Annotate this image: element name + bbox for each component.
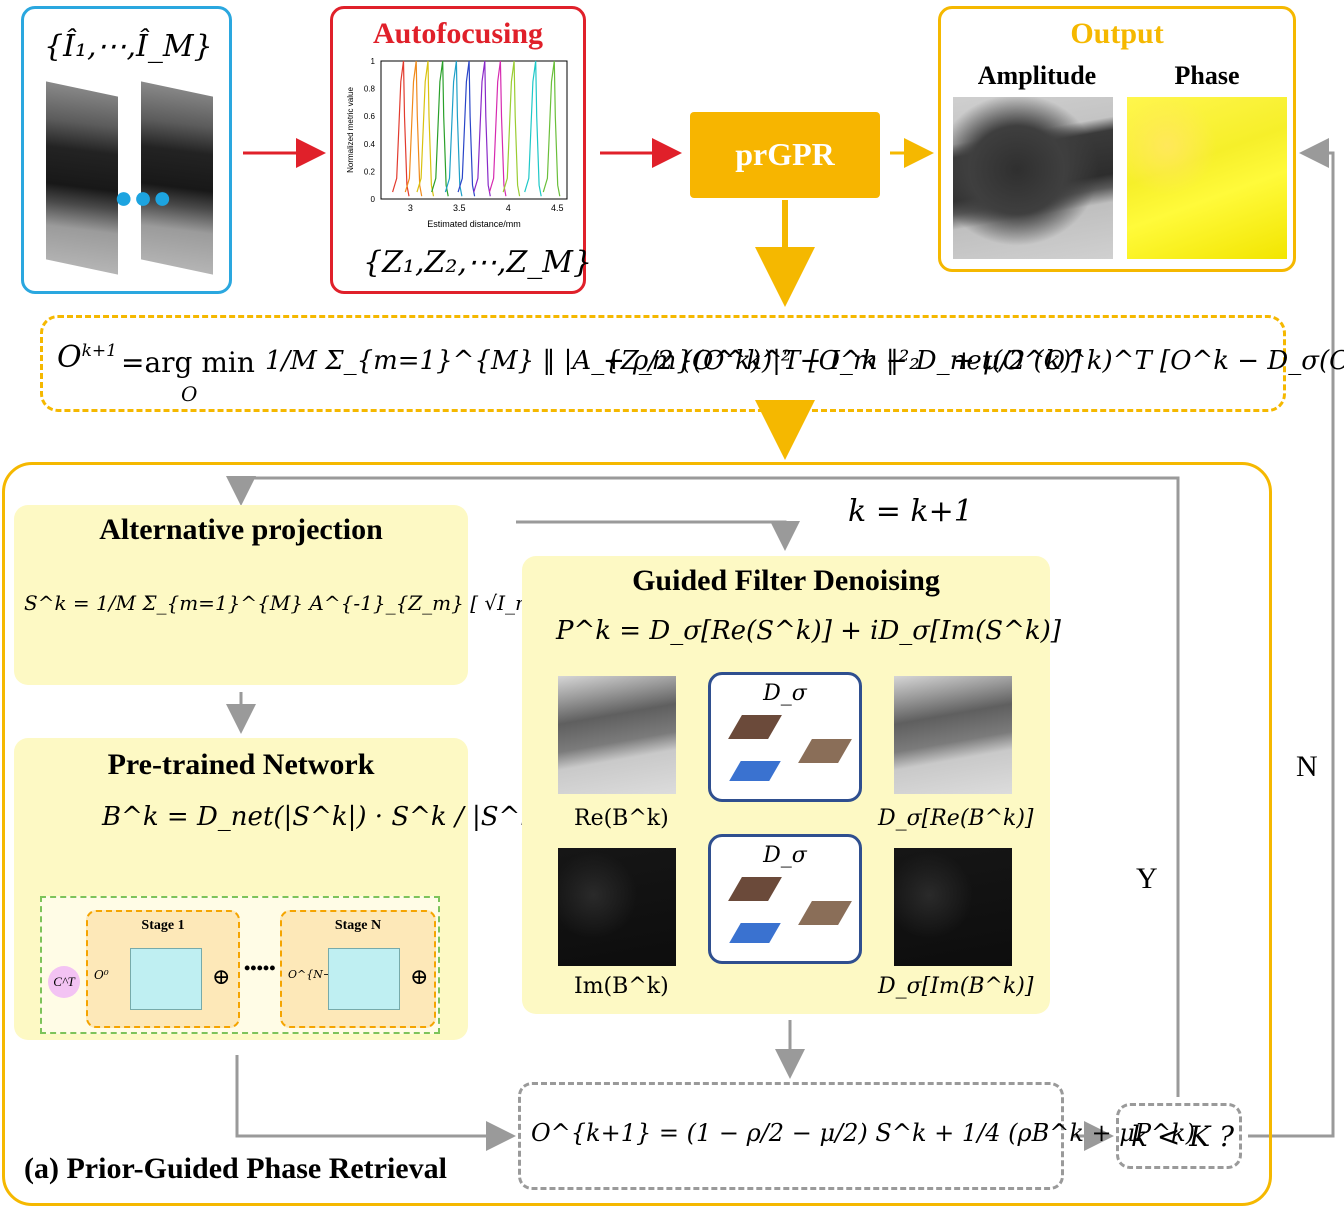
amplitude-image [953,97,1113,259]
focus-curve-7 [473,60,491,197]
y-axis-label: Normalized metric value [346,87,355,173]
real-part-output-image [894,676,1012,794]
stage-1-block: Stage 1 O⁰ ⊕ [86,910,240,1028]
stage-1-label: Stage 1 [141,918,185,933]
prior-guided-loop-panel [2,462,1272,1206]
filter-real-label: D_σ [763,681,807,706]
alternative-projection-panel: Alternative projection S^k = 1/M Σ_{m=1}… [14,505,907,685]
imag-part-input-label: Im(B^k) [574,974,669,999]
focus-curve-2 [404,60,423,197]
objective-function-box: Ok+1 =arg min O 1/M Σ_{m=1}^{M} ‖ |A_{Z_… [40,315,1344,412]
phase-image [1127,97,1287,259]
ellipsis-dots-icon: ●●● [114,179,172,215]
stage-1-cnn [130,948,202,1010]
focus-curve-6 [457,60,476,197]
objective-lhs: Ok+1 [57,340,117,375]
filter-imag-glyph [728,877,782,901]
real-part-input-label: Re(B^k) [574,806,669,831]
y-tick-label: 0.2 [364,167,376,176]
section-label: (a) Prior-Guided Phase Retrieval [24,1152,447,1185]
output-title: Output [1070,17,1164,50]
objective-argmin-sub: O [181,382,198,406]
y-tick-label: 0 [371,195,376,204]
prgpr-label: prGPR [735,136,835,172]
filter-real-guide [729,761,781,781]
objective-data-term: 1/M Σ_{m=1}^{M} ‖ |A_{Z_m}(O^k)|² − I_m … [265,346,920,376]
y-tick-label: 0.8 [364,85,376,94]
guided-filter-real-block: D_σ [708,672,862,802]
imag-part-output-image [894,848,1012,966]
imag-part-output-label: D_σ[Im(B^k)] [878,974,1034,999]
focus-curve-9 [502,60,521,197]
arrow-loop-to-guided [516,520,800,551]
real-part-output-label: D_σ[Re(B^k)] [878,806,1034,831]
focus-curve-1 [392,60,410,197]
filter-imag-output [798,901,852,925]
guided-filter-imag-block: D_σ [708,834,862,964]
hologram-image-m [141,81,213,275]
objective-network-term: + ρ/2 (O^k)^T [O^k − D_net(O^k)] [603,346,1082,376]
stage-n-block: Stage N O^{N−1} ⊕ [280,910,436,1028]
output-panel: Output Amplitude Phase [938,6,1296,272]
x-tick-label: 4.5 [551,203,564,213]
filter-imag-label: D_σ [763,843,807,868]
focus-curve-10 [524,60,542,197]
loop-increment-label: k = k+1 [848,494,973,529]
stopping-check-box: k < K ? [1116,1103,1242,1169]
stage-ellipsis: ••••• [244,958,276,978]
y-tick-label: 0.4 [364,140,376,149]
filter-imag-guide [729,923,781,943]
pretrained-network-formula: B^k = D_net(|S^k|) · S^k / |S^k| [102,802,545,832]
objective-argmin: =arg min [121,346,255,379]
focus-curve-5 [444,60,463,197]
input-set-label: {Î₁,⋯,Î_M} [44,29,213,64]
pretrained-network-title: Pre-trained Network [107,748,375,781]
y-tick-label: 1 [371,57,376,66]
guided-filter-formula: P^k = D_σ[Re(S^k)] + iD_σ[Im(S^k)] [556,616,1061,646]
update-formula: O^{k+1} = (1 − ρ/2 − μ/2) S^k + 1/4 (ρB^… [531,1119,1195,1147]
real-part-input-image [558,676,676,794]
autofocus-title: Autofocusing [372,17,544,50]
guided-filter-title: Guided Filter Denoising [632,564,940,597]
focus-curve-11 [542,60,561,197]
stage-n-label: Stage N [334,918,382,933]
pretrained-network-panel: Pre-trained Network B^k = D_net(|S^k|) ·… [14,738,545,1040]
prgpr-button: prGPR [690,112,880,198]
x-tick-label: 3 [408,203,413,213]
guided-filter-panel: Guided Filter Denoising P^k = D_σ[Re(S^k… [522,556,1061,1014]
unrolled-network-diagram: C^T Stage 1 O⁰ ⊕ ••••• Stage N O^{N−1} ⊕ [40,896,440,1034]
no-branch-label: N [1296,750,1318,783]
yes-branch-label: Y [1136,862,1158,895]
input-node: C^T [48,966,80,998]
o0-label: O⁰ [94,968,109,982]
chart-frame [380,60,568,200]
arrow-check-to-output [1248,138,1335,1138]
input-holograms-panel: {Î₁,⋯,Î_M} ●●● [21,6,232,294]
arrow-loop-back [226,476,1180,1097]
x-tick-label: 4 [506,203,511,213]
objective-filter-term: + μ/2 (O^k)^T [O^k − D_σ(O^k)] [953,346,1344,376]
update-formula-box: O^{k+1} = (1 − ρ/2 − μ/2) S^k + 1/4 (ρB^… [518,1082,1195,1190]
phase-label: Phase [1174,61,1240,90]
imag-part-input-image [558,848,676,966]
amplitude-label: Amplitude [977,61,1097,90]
distance-set-label: {Z₁,Z₂,⋯,Z_M} [363,245,593,280]
y-tick-label: 0.6 [364,112,376,121]
stopping-check-label: k < K ? [1131,1120,1235,1153]
filter-real-glyph [728,715,782,739]
filter-real-output [798,739,852,763]
stage-n-cnn [328,948,400,1010]
alternative-projection-title: Alternative projection [99,513,383,546]
focus-curve-3 [416,60,435,197]
focus-curve-4 [431,60,449,197]
sum-node-1: ⊕ [212,964,231,989]
sum-node-n: ⊕ [410,964,429,989]
arrow-net-to-update [235,1055,516,1151]
x-tick-label: 3.5 [453,203,466,213]
focus-curve-8 [488,60,507,197]
hologram-image-1 [46,81,118,275]
x-axis-label: Estimated distance/mm [427,219,521,229]
